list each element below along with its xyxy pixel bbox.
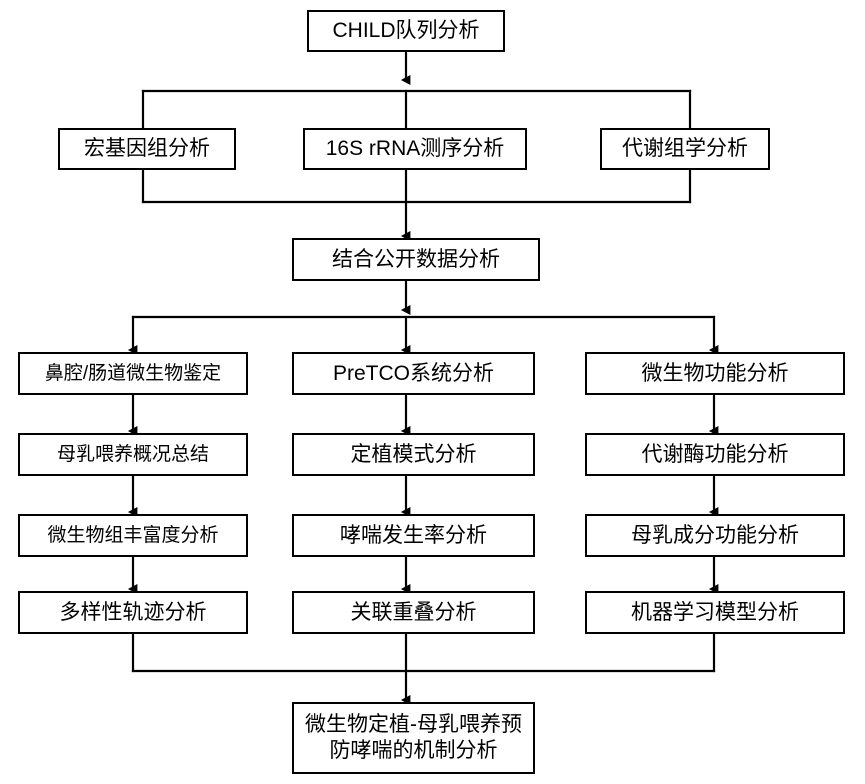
node-nasal-gut-id[interactable]: 鼻腔/肠道微生物鉴定 [18,352,248,395]
node-microbiome-abundance-label: 微生物组丰富度分析 [47,524,219,546]
node-microbiome-abundance[interactable]: 微生物组丰富度分析 [18,514,248,557]
node-final-mechanism[interactable]: 微生物定植-母乳喂养预 防哮喘的机制分析 [292,702,535,774]
node-asthma-incidence[interactable]: 哮喘发生率分析 [292,514,535,557]
node-breastmilk-component-function[interactable]: 母乳成分功能分析 [585,514,845,557]
node-diversity-trajectory-label: 多样性轨迹分析 [59,600,207,624]
node-breastmilk-component-function-label: 母乳成分功能分析 [631,523,799,547]
node-public-data[interactable]: 结合公开数据分析 [292,238,540,281]
node-16s-rrna-label: 16S rRNA测序分析 [325,137,505,161]
node-metabolomics[interactable]: 代谢组学分析 [600,128,770,170]
node-association-overlap-label: 关联重叠分析 [350,600,477,624]
node-diversity-trajectory[interactable]: 多样性轨迹分析 [18,591,248,634]
node-microbial-function[interactable]: 微生物功能分析 [585,352,845,395]
node-public-data-label: 结合公开数据分析 [332,247,500,271]
node-association-overlap[interactable]: 关联重叠分析 [292,591,535,634]
node-metagenomics[interactable]: 宏基因组分析 [58,128,236,170]
node-colonization-pattern-label: 定植模式分析 [350,442,477,466]
node-root[interactable]: CHILD队列分析 [307,10,505,52]
node-breastfeeding-summary[interactable]: 母乳喂养概况总结 [18,433,248,476]
node-colonization-pattern[interactable]: 定植模式分析 [292,433,535,476]
node-metabolomics-label: 代谢组学分析 [622,137,748,161]
node-16s-rrna[interactable]: 16S rRNA测序分析 [303,128,527,170]
node-metabolic-enzyme-function[interactable]: 代谢酶功能分析 [585,433,845,476]
node-root-label: CHILD队列分析 [332,19,480,43]
node-breastfeeding-summary-label: 母乳喂养概况总结 [56,443,209,465]
node-metabolic-enzyme-function-label: 代谢酶功能分析 [641,442,789,466]
node-asthma-incidence-label: 哮喘发生率分析 [340,523,487,547]
node-pretco-system-label: PreTCO系统分析 [332,361,494,385]
node-metagenomics-label: 宏基因组分析 [84,137,210,161]
node-ml-model-label: 机器学习模型分析 [631,600,799,624]
node-final-mechanism-label: 微生物定植-母乳喂养预 防哮喘的机制分析 [305,713,522,762]
node-nasal-gut-id-label: 鼻腔/肠道微生物鉴定 [44,362,222,384]
node-pretco-system[interactable]: PreTCO系统分析 [292,352,535,395]
node-ml-model[interactable]: 机器学习模型分析 [585,591,845,634]
node-microbial-function-label: 微生物功能分析 [641,361,789,385]
